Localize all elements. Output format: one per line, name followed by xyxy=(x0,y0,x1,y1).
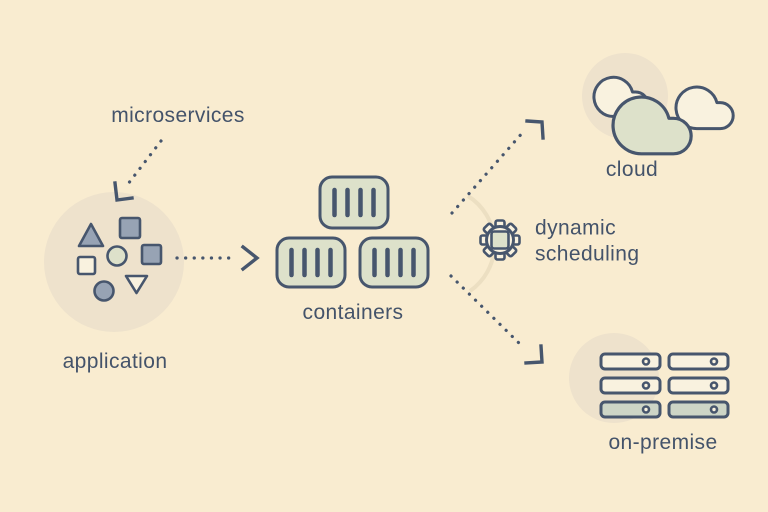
on-premise-label: on-premise xyxy=(608,430,718,454)
corner-arrowhead-icon xyxy=(524,344,544,365)
server-rack-icon-group xyxy=(599,352,730,419)
cloud-label: cloud xyxy=(605,157,659,181)
container-icon xyxy=(318,175,390,230)
triangle-up-icon xyxy=(77,222,105,248)
edge-microservices-to-application xyxy=(113,139,163,202)
dynamic-scheduling-label: dynamic scheduling xyxy=(535,216,639,269)
dynamic-scheduling-line2: scheduling xyxy=(535,243,640,266)
dotted-line xyxy=(450,129,526,215)
containers-label: containers xyxy=(302,300,404,324)
edge-containers-to-on-premise xyxy=(449,274,544,365)
edge-containers-to-cloud xyxy=(450,119,545,215)
gear-icon xyxy=(479,219,521,261)
square-icon xyxy=(118,216,142,240)
chevron-arrowhead-icon xyxy=(240,244,260,272)
application-shapes-icon xyxy=(76,216,163,302)
microservices-label: microservices xyxy=(111,103,245,127)
cloud-front-icon xyxy=(613,97,691,154)
edge-application-to-containers xyxy=(175,244,260,272)
application-label: application xyxy=(62,349,168,373)
corner-arrowhead-icon xyxy=(113,181,134,202)
triangle-down-icon xyxy=(124,274,149,295)
square-icon xyxy=(140,243,163,266)
circle-icon xyxy=(93,280,115,302)
server-bar xyxy=(667,352,730,371)
server-bar xyxy=(667,400,730,419)
containers-icon-group xyxy=(275,175,430,289)
container-icon xyxy=(275,236,347,289)
dynamic-scheduling-line1: dynamic xyxy=(535,216,616,240)
server-bar xyxy=(599,352,662,371)
server-bar xyxy=(667,376,730,395)
corner-arrowhead-icon xyxy=(525,119,545,140)
circle-icon xyxy=(106,245,128,267)
server-bar xyxy=(599,400,662,419)
cloud-icon-group xyxy=(594,77,733,153)
dotted-line xyxy=(449,274,526,350)
server-bar xyxy=(599,376,662,395)
square-outline-icon xyxy=(76,255,97,276)
container-icon xyxy=(358,236,430,289)
dotted-line xyxy=(126,139,163,186)
